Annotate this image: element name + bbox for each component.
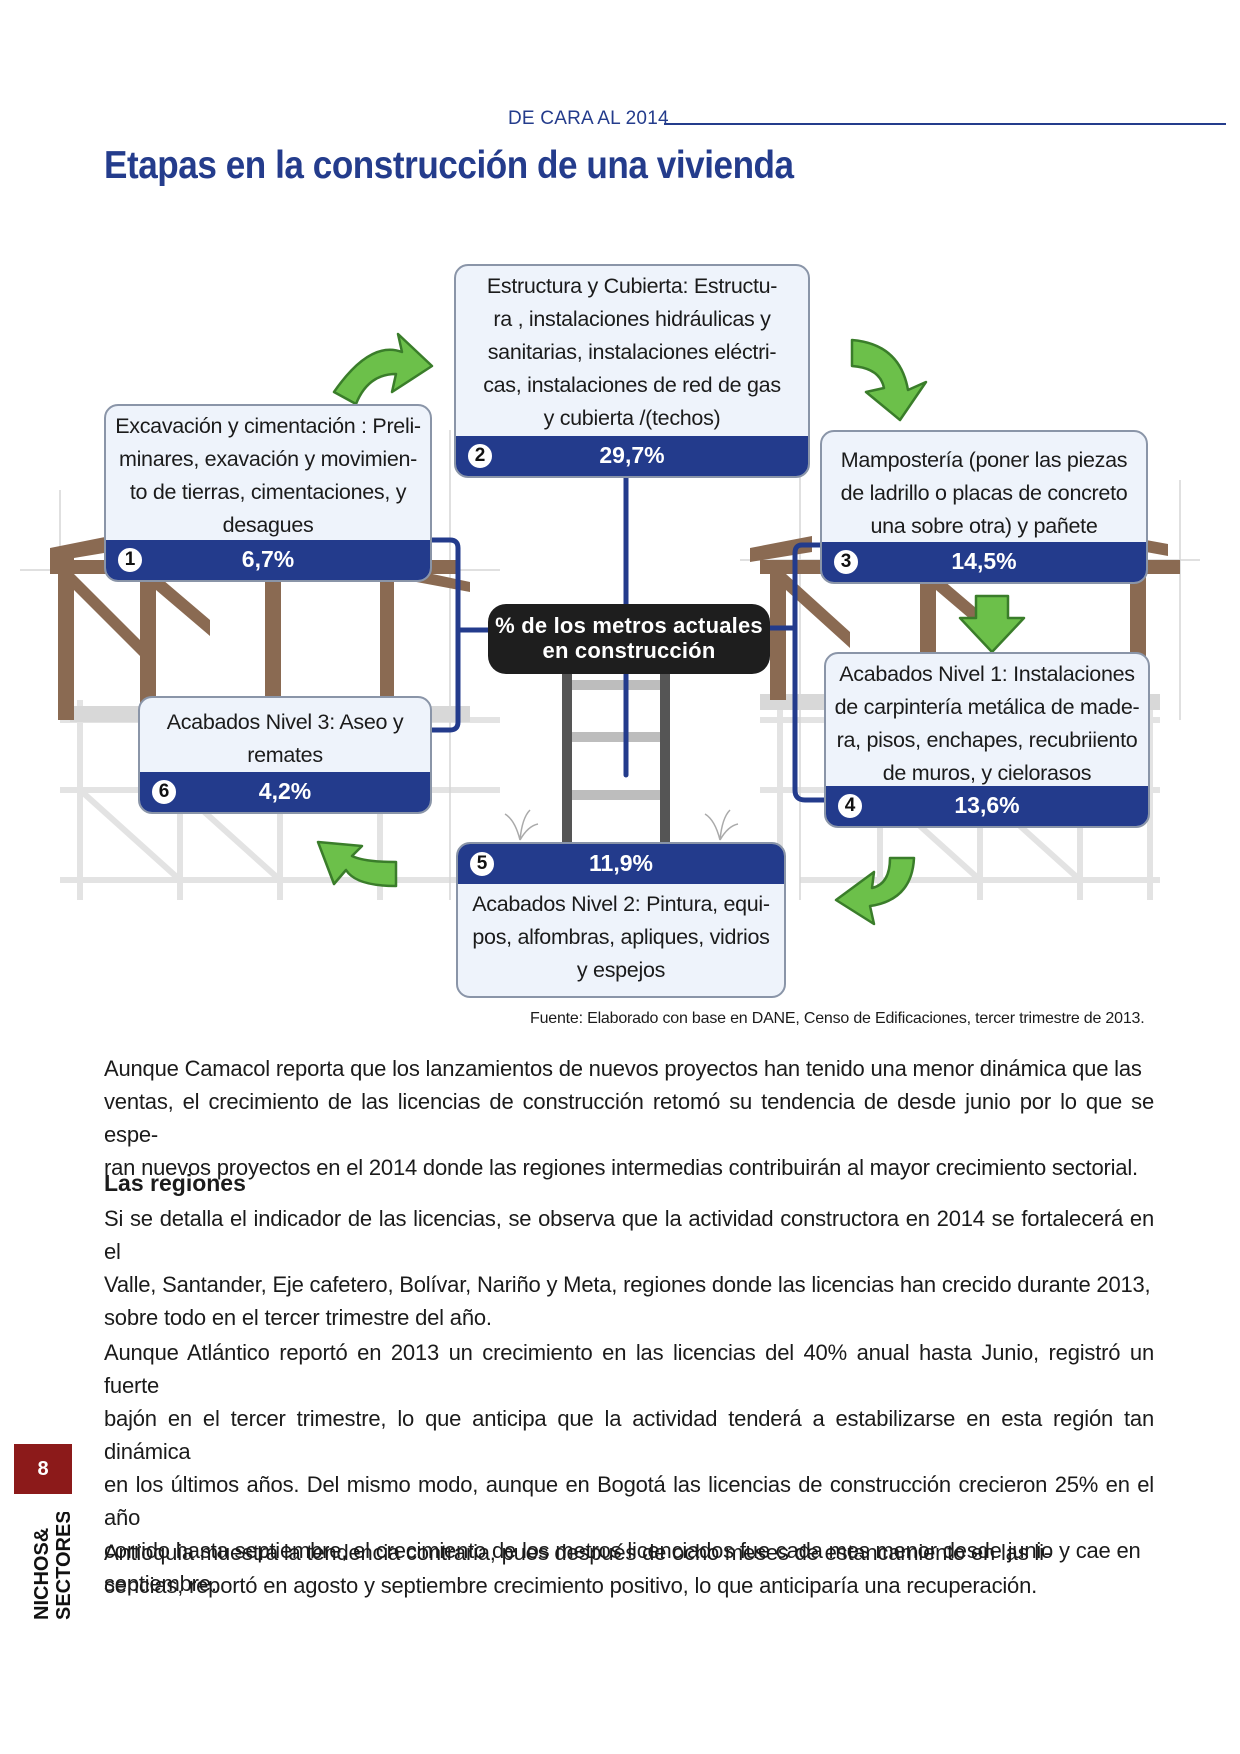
stage-5-line-2: pos, alfombras, apliques, vidrios <box>472 925 770 949</box>
header-rule <box>664 123 1226 125</box>
paragraph-1-line-1: Aunque Camacol reporta que los lanzamien… <box>104 1056 1142 1081</box>
stage-6-acabados-nivel-3: Acabados Nivel 3: Aseo y remates 6 4,2% <box>138 696 432 814</box>
brand-line-2: SECTORES <box>53 1512 75 1620</box>
paragraph-3-line-1: Aunque Atlántico reportó en 2013 un crec… <box>104 1340 1154 1398</box>
paragraph-4-line-1: Antioquia muestra la tendencia contraria… <box>104 1540 1051 1565</box>
stage-2-number-badge: 2 <box>466 442 494 470</box>
stage-2-line-3: sanitarias, instalaciones eléctri- <box>487 340 777 364</box>
stage-6-line-1: Acabados Nivel 3: Aseo y <box>166 710 404 734</box>
paragraph-2: Si se detalla el indicador de las licenc… <box>104 1202 1154 1334</box>
stage-2-percent: 29,7% <box>599 442 665 468</box>
center-metric-label: % de los metros actuales en construcción <box>488 604 770 674</box>
stage-4-line-4: de muros, y cielorasos <box>882 761 1092 785</box>
paragraph-3-line-2: bajón en el tercer trimestre, lo que ant… <box>104 1406 1154 1464</box>
stage-6-percent: 4,2% <box>258 778 312 804</box>
stage-5-percent: 11,9% <box>589 850 653 876</box>
paragraph-2-line-3: sobre todo en el tercer trimestre del añ… <box>104 1305 492 1330</box>
page-number: 8 <box>14 1444 72 1494</box>
stage-1-line-4: desagues <box>222 513 314 537</box>
stage-5-line-1: Acabados Nivel 2: Pintura, equi- <box>472 892 770 916</box>
stage-4-acabados-nivel-1: Acabados Nivel 1: Instalaciones de carpi… <box>824 652 1150 828</box>
stage-5-number-badge: 5 <box>468 850 496 878</box>
stage-3-mamposteria: Mampostería (poner las piezas de ladrill… <box>820 430 1148 584</box>
stage-2-line-2: ra , instalaciones hidráulicas y <box>493 307 771 331</box>
stage-1-percent: 6,7% <box>241 546 295 572</box>
brand-line-1: NICHOS& <box>31 1528 53 1620</box>
paragraph-4: Antioquia muestra la tendencia contraria… <box>104 1536 1154 1602</box>
paragraph-1-line-2: ventas, el crecimiento de las licencias … <box>104 1089 1154 1147</box>
paragraph-1-line-3: ran nuevos proyectos en el 2014 donde la… <box>104 1155 1138 1180</box>
paragraph-1: Aunque Camacol reporta que los lanzamien… <box>104 1052 1154 1184</box>
header-section-label: DE CARA AL 2014 <box>508 108 669 129</box>
paragraph-2-line-1: Si se detalla el indicador de las licenc… <box>104 1206 1154 1264</box>
stage-4-percent: 13,6% <box>954 792 1020 818</box>
construction-stages-diagram: Estructura y Cubierta: Estructu- ra , in… <box>20 264 1200 998</box>
stage-1-line-2: minares, exavación y movimien- <box>118 447 418 471</box>
stage-4-number-badge: 4 <box>836 792 864 820</box>
stage-6-percent-bar: 6 4,2% <box>140 772 430 812</box>
stage-2-line-4: cas, instalaciones de red de gas <box>483 373 781 397</box>
stage-1-excavacion-cimentacion: Excavación y cimentación : Preli- minare… <box>104 404 432 582</box>
paragraph-3-line-3: en los últimos años. Del mismo modo, aun… <box>104 1472 1154 1530</box>
stage-3-percent-bar: 3 14,5% <box>822 542 1146 582</box>
stage-4-line-3: ra, pisos, enchapes, recubriiento <box>836 728 1138 752</box>
nichos-sectores-brand: NICHOS& SECTORES <box>31 1512 75 1620</box>
stage-3-line-2: de ladrillo o placas de concreto <box>840 481 1128 505</box>
paragraph-3: Aunque Atlántico reportó en 2013 un crec… <box>104 1336 1154 1600</box>
stage-2-estructura-cubierta: Estructura y Cubierta: Estructu- ra , in… <box>454 264 810 478</box>
stage-1-percent-bar: 1 6,7% <box>106 540 430 580</box>
stage-4-percent-bar: 4 13,6% <box>826 786 1148 826</box>
stage-2-line-5: y cubierta /(techos) <box>543 406 721 430</box>
stage-3-percent: 14,5% <box>951 548 1017 574</box>
stage-6-number-badge: 6 <box>150 778 178 806</box>
paragraph-3-line-5: septiembre. <box>104 1571 217 1596</box>
stage-5-line-3: y espejos <box>576 958 666 982</box>
paragraph-4-line-2: cencias, reportó en agosto y septiembre … <box>104 1573 1038 1598</box>
paragraph-2-line-2: Valle, Santander, Eje cafetero, Bolívar,… <box>104 1272 1151 1297</box>
stage-1-line-1: Excavación y cimentación : Preli- <box>115 414 421 438</box>
paragraph-3-line-4: corrido hasta septiembre, el crecimiento… <box>104 1538 1141 1563</box>
stage-1-line-3: to de tierras, cimentaciones, y <box>129 480 407 504</box>
stage-4-line-1: Acabados Nivel 1: Instalaciones <box>839 662 1135 686</box>
stage-2-line-1: Estructura y Cubierta: Estructu- <box>486 274 778 298</box>
center-label-line-1: % de los metros actuales <box>495 613 763 638</box>
stage-1-number-badge: 1 <box>116 546 144 574</box>
center-label-line-2: en construcción <box>542 638 716 663</box>
stage-3-line-1: Mampostería (poner las piezas <box>840 448 1128 472</box>
diagram-source-note: Fuente: Elaborado con base en DANE, Cens… <box>530 1010 1145 1027</box>
stage-3-number-badge: 3 <box>832 548 860 576</box>
stage-2-percent-bar: 2 29,7% <box>456 436 808 476</box>
stage-3-line-3: una sobre otra) y pañete <box>870 514 1098 538</box>
page-title: Etapas en la construcción de una viviend… <box>104 144 794 187</box>
stage-4-line-2: de carpintería metálica de made- <box>834 695 1140 719</box>
stage-6-line-2: remates <box>247 743 323 767</box>
section-heading-regiones: Las regiones <box>104 1170 246 1196</box>
stage-5-acabados-nivel-2: 5 11,9% Acabados Nivel 2: Pintura, equi-… <box>456 842 786 998</box>
stage-5-percent-bar: 5 11,9% <box>458 844 784 884</box>
